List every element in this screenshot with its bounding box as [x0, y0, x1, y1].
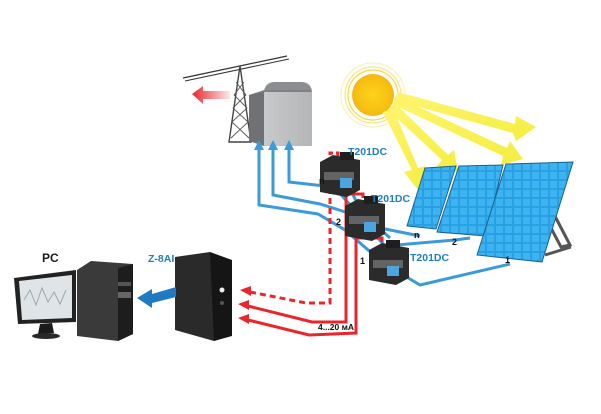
power-export-arrow-icon — [192, 86, 230, 104]
inverter-icon — [249, 82, 312, 146]
transducer-2-label: T201DC — [371, 193, 411, 205]
solar-panel-icon — [406, 161, 574, 263]
panel-output-1-label: 1 — [505, 255, 511, 265]
current-transducer-icon — [345, 196, 385, 241]
pylon-icon — [182, 55, 290, 143]
sun-rays — [383, 92, 536, 190]
z-8ai-label: Z-8AI — [148, 253, 175, 265]
current-signal-label: 4...20 мA — [318, 322, 355, 332]
signal-lines — [247, 151, 384, 337]
computer-tower-icon — [77, 261, 133, 341]
transducer-n-label: T201DC — [348, 146, 388, 158]
transducer-input-n-label: n — [319, 176, 325, 186]
transducer-1-label: T201DC — [410, 252, 450, 264]
pc-label: PC — [42, 251, 59, 265]
data-to-pc-arrow-icon — [137, 287, 176, 308]
monitor-icon — [14, 270, 76, 339]
transducer-input-2-label: 2 — [336, 217, 342, 227]
din-rail-module-icon — [175, 252, 232, 341]
panel-output-n-label: n — [414, 230, 420, 240]
dc-up-arrows — [254, 140, 294, 150]
transducer-input-1-label: 1 — [360, 256, 366, 266]
signal-arrowheads — [238, 286, 251, 324]
panel-output-2-label: 2 — [452, 237, 458, 247]
current-transducer-icon — [320, 152, 360, 197]
current-transducer-icon — [369, 240, 409, 285]
